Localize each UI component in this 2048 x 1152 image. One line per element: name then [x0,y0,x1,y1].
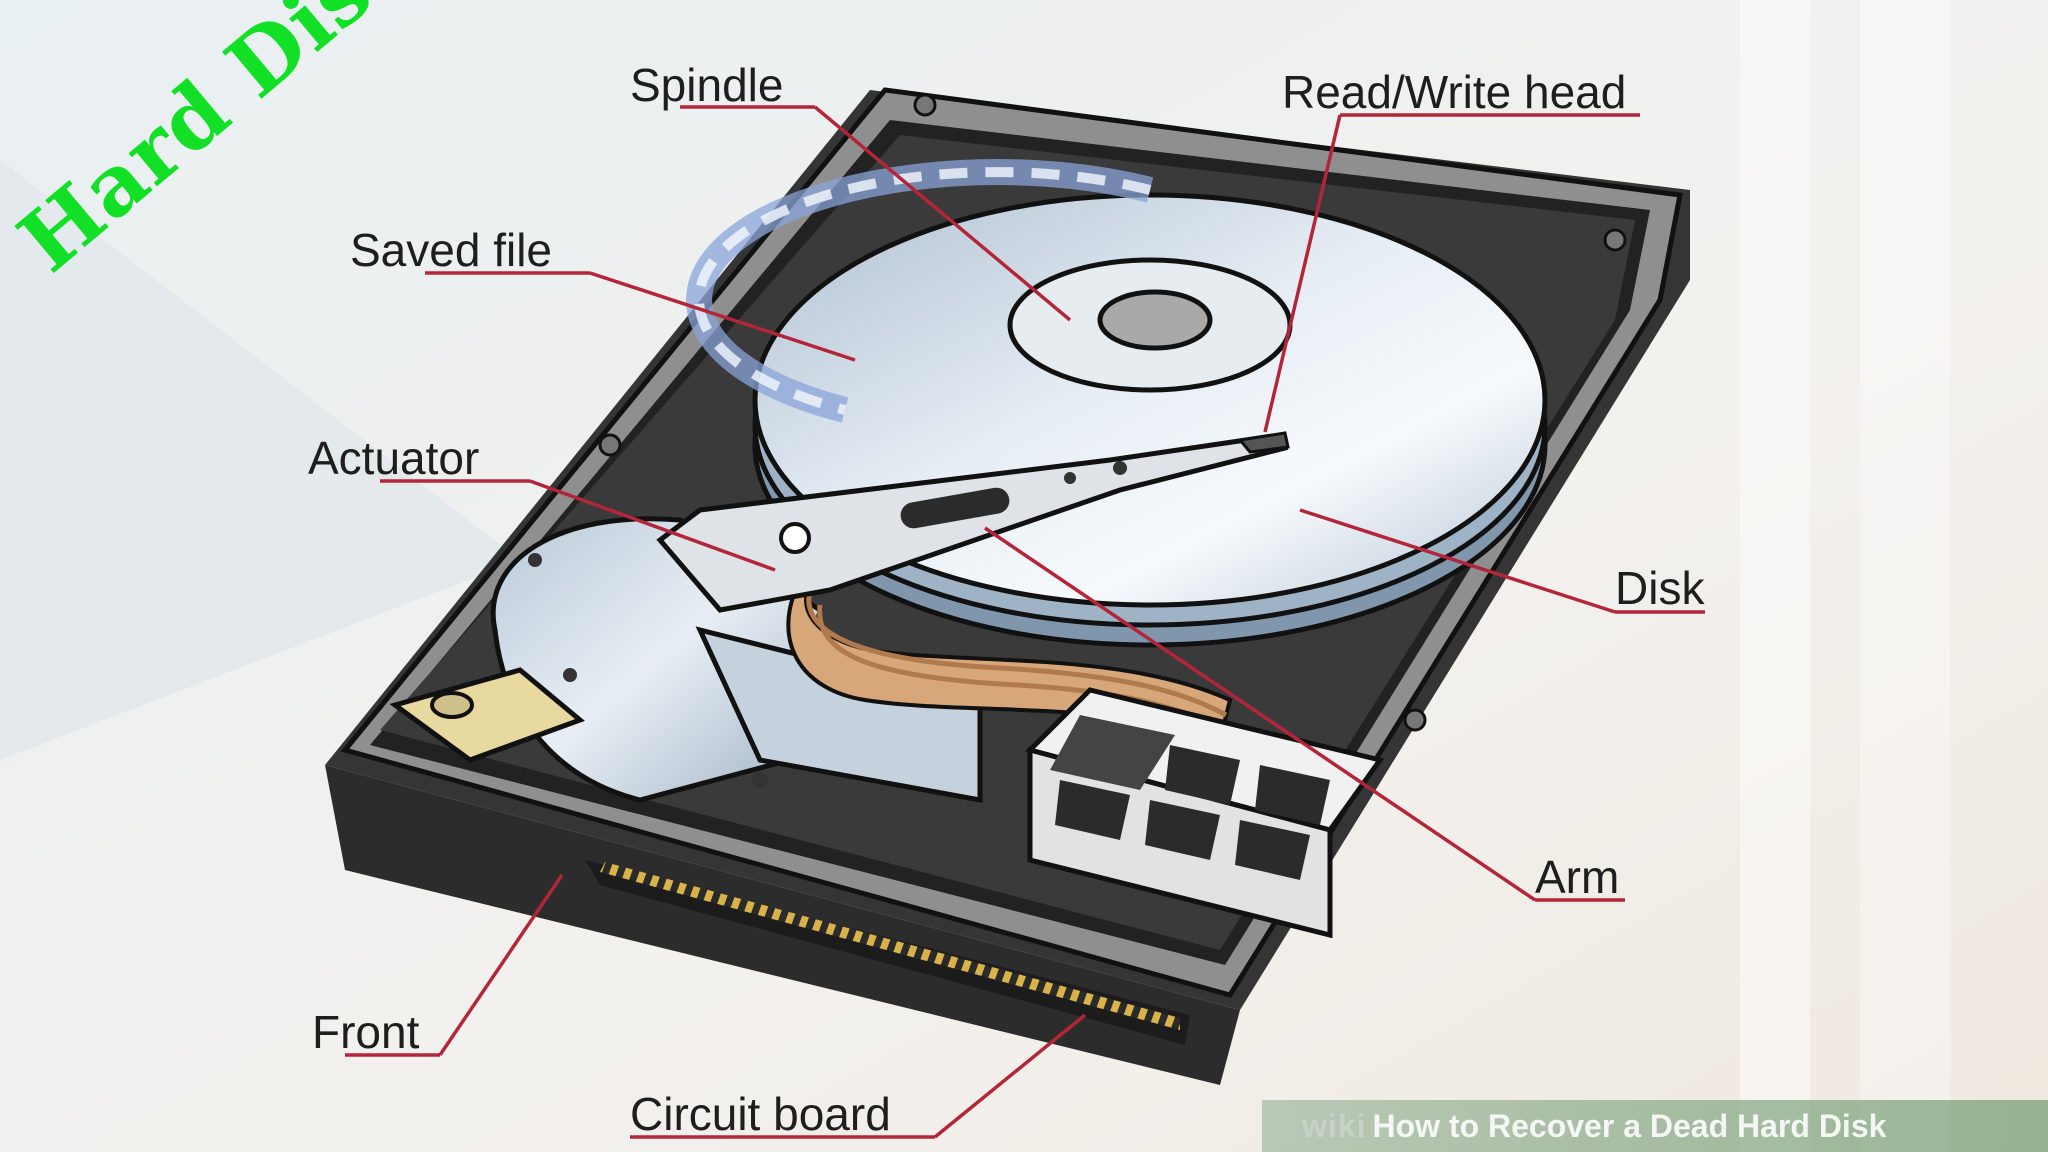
component-labels: Spindle Read/Write head Saved file Actua… [308,59,1705,1140]
label-arm: Arm [1535,851,1619,903]
watermark-brand: wiki [1302,1108,1367,1144]
arm-leader [984,526,1536,902]
disk-leader [1299,508,1616,614]
label-actuator: Actuator [308,432,479,484]
connector-block [1025,687,1385,939]
leader-lines [345,105,1705,1139]
watermark-text: How to Recover a Dead Hard Disk [1372,1108,1887,1144]
label-front: Front [312,1006,420,1058]
circuit-board-leader [933,1013,1087,1139]
label-spindle: Spindle [630,59,783,111]
latch-block [389,667,585,763]
actuator-leader [529,479,776,572]
spindle-leader [813,105,1072,322]
spindle-hub [1007,257,1293,393]
label-circuit-board: Circuit board [630,1088,891,1140]
actuator-arm [656,431,1290,613]
front-connector [585,860,1190,1045]
label-read-write-head: Read/Write head [1282,66,1626,118]
front-leader [438,874,564,1056]
label-saved-file: Saved file [350,224,552,276]
background-stripe [1740,0,1810,1152]
label-disk: Disk [1615,562,1705,614]
read-write-head-leader [1263,114,1342,433]
background-stripe [1860,0,1950,1152]
background-shadow [0,160,520,760]
saved-file-leader [589,271,856,362]
